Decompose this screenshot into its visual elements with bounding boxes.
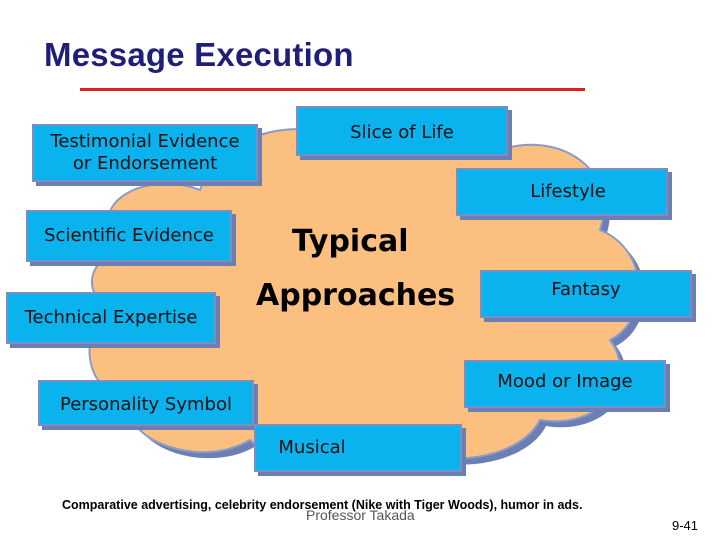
slide-caption: Comparative advertising, celebrity endor… bbox=[62, 498, 583, 512]
box-musical: Musical bbox=[254, 424, 462, 472]
box-fantasy: Fantasy bbox=[480, 270, 692, 318]
page-number: 9-41 bbox=[672, 518, 699, 533]
box-scientific-evidence: Scientific Evidence bbox=[26, 210, 232, 262]
box-slice-of-life: Slice of Life bbox=[296, 106, 508, 156]
slide-title: Message Execution bbox=[44, 36, 354, 73]
presenter-name: Professor Takada bbox=[306, 507, 415, 523]
center-label-approaches: Approaches bbox=[256, 278, 456, 313]
title-underline bbox=[80, 88, 585, 91]
box-scientific-label: Scientific Evidence bbox=[44, 224, 214, 246]
box-technical-label: Technical Expertise bbox=[24, 306, 198, 328]
box-testimonial-evidence: Testimonial Evidence or Endorsement bbox=[32, 124, 258, 182]
box-mood-or-image: Mood or Image bbox=[464, 360, 666, 408]
box-musical-label: Musical bbox=[278, 436, 346, 458]
center-label-typical: Typical bbox=[292, 224, 409, 259]
box-fantasy-label: Fantasy bbox=[551, 278, 621, 300]
box-slice-of-life-label: Slice of Life bbox=[350, 122, 454, 143]
box-lifestyle-label: Lifestyle bbox=[530, 180, 606, 202]
box-testimonial-line2: or Endorsement bbox=[72, 153, 218, 174]
box-mood-label: Mood or Image bbox=[497, 370, 633, 392]
box-technical-expertise: Technical Expertise bbox=[6, 292, 216, 344]
box-testimonial-line1: Testimonial Evidence bbox=[50, 130, 240, 152]
box-lifestyle: Lifestyle bbox=[456, 168, 668, 216]
box-personality-label: Personality Symbol bbox=[59, 393, 232, 415]
box-personality-symbol: Personality Symbol bbox=[38, 380, 254, 426]
